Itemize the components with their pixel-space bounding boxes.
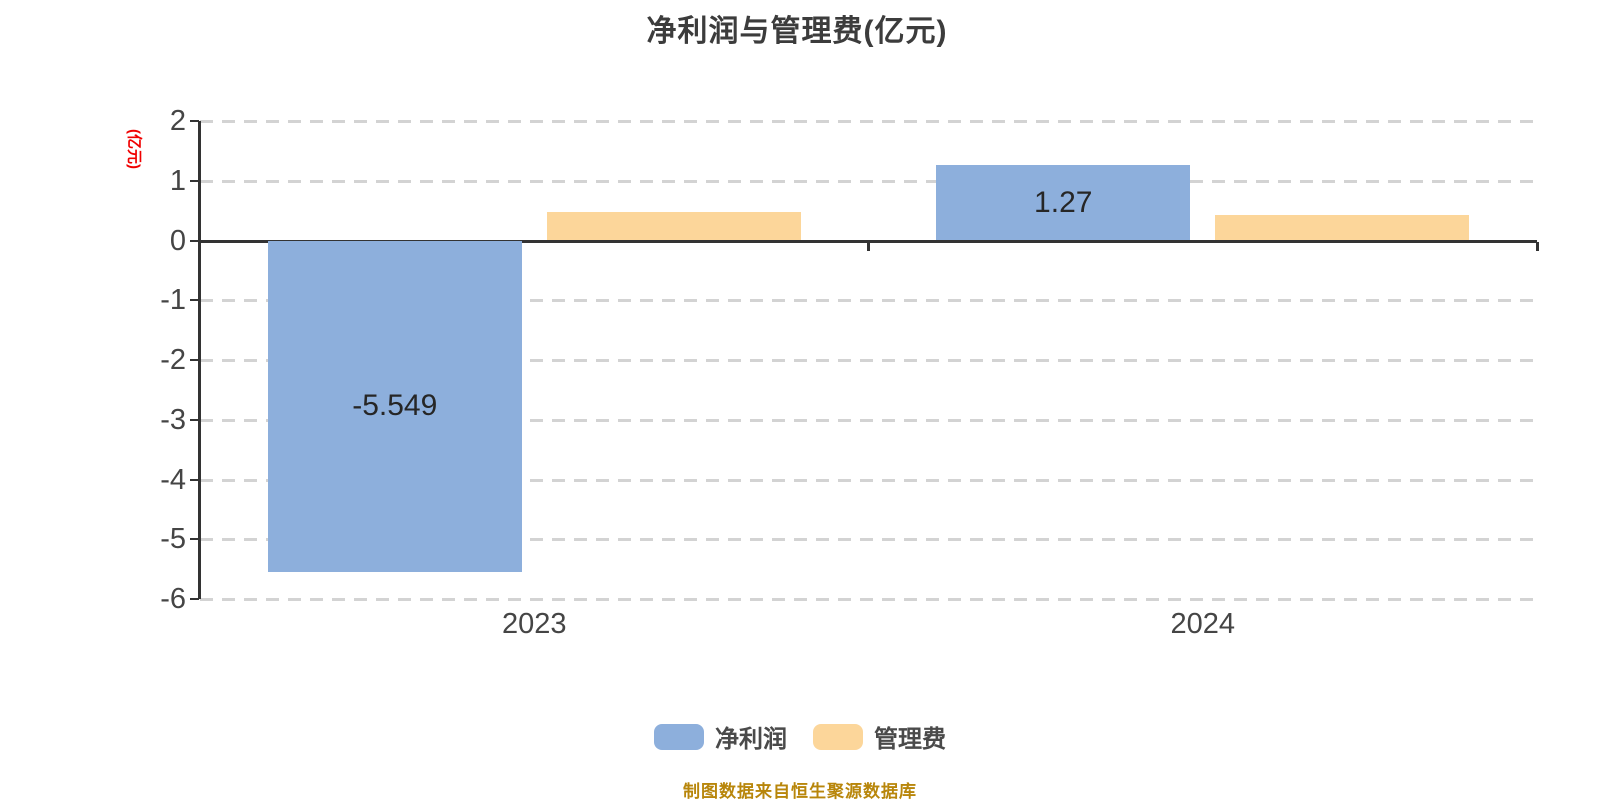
gridline (200, 418, 1537, 422)
legend-label: 净利润 (715, 726, 787, 753)
chart-title: 净利润与管理费(亿元) (646, 15, 948, 48)
legend-item: 管理费 (813, 719, 946, 754)
y-tick-mark (190, 299, 199, 302)
y-tick-mark (190, 359, 199, 361)
legend-label: 管理费 (874, 726, 946, 753)
gridline (200, 478, 1537, 482)
y-tick-mark (190, 478, 199, 481)
y-tick-mark (190, 120, 199, 122)
legend-swatch (654, 723, 704, 750)
x-axis-zero-line (200, 239, 1537, 243)
gridline (200, 359, 1537, 362)
legend-swatch (813, 723, 863, 750)
x-tick-mark (1535, 241, 1539, 251)
y-tick-label: 1 (169, 164, 186, 197)
data-source-note: 制图数据来自恒生聚源数据库 (683, 782, 917, 800)
gridline (200, 299, 1537, 303)
gridline (200, 538, 1537, 542)
y-tick-label: 2 (169, 105, 186, 137)
legend-item: 净利润 (654, 719, 787, 754)
y-tick-label: -2 (160, 344, 186, 376)
bar-管理费-2024 (1215, 214, 1470, 241)
y-tick-label: 0 (169, 224, 186, 257)
y-tick-label: -4 (160, 463, 186, 496)
y-tick-mark (190, 598, 199, 600)
y-tick-label: -5 (160, 523, 186, 556)
bar-value-label: 1.27 (1034, 185, 1093, 219)
gridline (200, 179, 1537, 183)
y-tick-mark (190, 418, 199, 421)
y-tick-label: -3 (160, 403, 186, 436)
x-tick-label: 2023 (501, 608, 567, 640)
gridline (200, 120, 1537, 123)
y-tick-label: -6 (160, 583, 186, 615)
y-axis-spine (198, 121, 201, 599)
bar-value-label: -5.549 (352, 389, 438, 423)
x-tick-mark (867, 241, 870, 251)
y-tick-label: -1 (160, 284, 186, 317)
y-tick-mark (190, 179, 199, 182)
y-tick-mark (190, 538, 199, 541)
x-tick-label: 2024 (1170, 608, 1235, 640)
legend: 净利润 管理费 (0, 719, 1600, 754)
bar-净利润-2023 (267, 240, 522, 573)
bar-管理费-2023 (546, 212, 801, 241)
gridline (200, 598, 1537, 601)
y-tick-mark (190, 239, 199, 242)
bar-净利润-2024 (936, 164, 1191, 241)
